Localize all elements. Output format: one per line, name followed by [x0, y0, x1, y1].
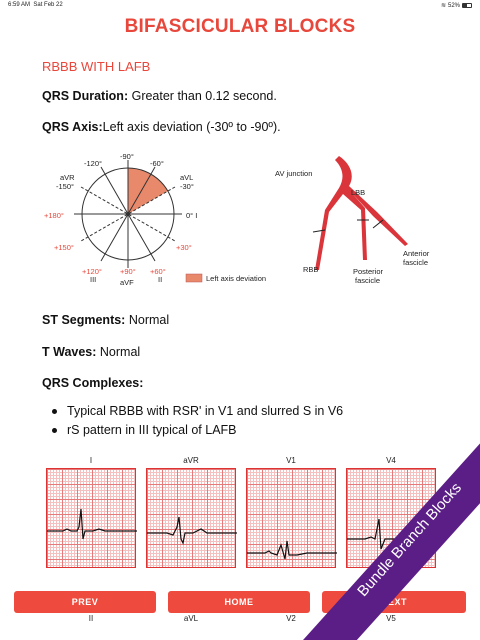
ecg-strip-v1 — [246, 468, 337, 568]
ecg-lead-label: V2 — [286, 614, 296, 623]
page-title: BIFASCICULAR BLOCKS — [124, 16, 356, 37]
st-segments-label: ST Segments: — [42, 313, 126, 327]
conduction-system-diagram: AV junction LBB RBB Anterior fascicle Po… — [275, 156, 430, 285]
label-posterior: Posterior — [353, 267, 384, 276]
left-axis-deviation-sector — [128, 168, 168, 214]
label-zero-i: 0° I — [186, 211, 197, 220]
st-segments-value: Normal — [128, 313, 170, 327]
ecg-lead-label: V4 — [386, 456, 396, 465]
prev-button[interactable]: PREV — [14, 591, 156, 613]
qrs-complexes: QRS Complexes: — [42, 376, 143, 390]
label-ii: II — [158, 275, 162, 284]
section-title: RBBB WITH LAFB — [42, 59, 151, 74]
t-waves-value: Normal — [99, 345, 141, 359]
st-segments: ST Segments: Normal — [42, 313, 169, 327]
qrs-duration-value: Greater than 0.12 second. — [131, 89, 277, 103]
ecg-lead-label: aVL — [183, 614, 199, 623]
battery-percent: 52% — [447, 2, 460, 9]
bundle-branches-shape — [315, 156, 408, 270]
label-minus150: -150° — [56, 182, 74, 191]
home-button[interactable]: HOME — [168, 591, 310, 613]
label-iii: III — [90, 275, 96, 284]
ecg-lead-label: aVR — [183, 456, 199, 465]
ecg-trace — [47, 508, 137, 540]
qrs-axis-label: QRS Axis: — [42, 120, 103, 134]
bullet-item: rS pattern in III typical of LAFB — [52, 423, 343, 437]
status-bar: 6:59 AM Sat Feb 22 ≋ 52% — [0, 0, 480, 12]
status-date: Sat Feb 22 — [33, 2, 63, 8]
label-avl: aVL — [180, 173, 193, 182]
label-rbb: RBB — [303, 265, 318, 274]
qrs-duration: QRS Duration: Greater than 0.12 second. — [42, 89, 277, 103]
label-minus30: -30° — [180, 182, 194, 191]
ecg-trace — [247, 540, 337, 560]
ecg-lead-label: I — [89, 456, 93, 465]
wifi-icon: ≋ — [440, 3, 446, 9]
qrs-bullets: Typical RBBB with RSR' in V1 and slurred… — [52, 404, 343, 442]
ecg-lead-label: II — [88, 614, 94, 623]
label-plus150: +150° — [54, 243, 74, 252]
t-waves-label: T Waves: — [42, 345, 97, 359]
ecg-trace — [147, 516, 237, 545]
label-minus120: -120° — [84, 159, 102, 168]
label-lbb: LBB — [351, 188, 365, 197]
t-waves: T Waves: Normal — [42, 345, 140, 359]
status-time: 6:59 AM Sat Feb 22 — [8, 2, 63, 8]
ecg-strip-avr — [146, 468, 237, 568]
status-right: ≋ 52% — [441, 2, 472, 9]
qrs-axis: QRS Axis:Left axis deviation (-30º to -9… — [42, 120, 281, 134]
qrs-axis-value: Left axis deviation (-30º to -90º). — [102, 120, 281, 134]
label-minus60: -60° — [150, 159, 164, 168]
ecg-strip-i — [46, 468, 137, 568]
status-clock: 6:59 AM — [8, 2, 31, 8]
ecg-lead-label: V1 — [286, 456, 296, 465]
label-av-junction: AV junction — [275, 169, 312, 178]
label-posterior-fascicle: fascicle — [355, 276, 380, 285]
ecg-lead-label: V5 — [386, 614, 396, 623]
hexaxial-axis-diagram: -90° -120° -60° aVR -150° aVL -30° +180°… — [44, 152, 266, 287]
label-plus30: +30° — [176, 243, 192, 252]
label-anterior-fascicle: fascicle — [403, 258, 428, 267]
qrs-duration-label: QRS Duration: — [42, 89, 129, 103]
label-plus90: +90° — [120, 267, 136, 276]
label-plus180: +180° — [44, 211, 64, 220]
legend-swatch — [185, 273, 203, 283]
qrs-complexes-label: QRS Complexes: — [42, 376, 144, 390]
label-anterior: Anterior — [403, 249, 430, 258]
bullet-item: Typical RBBB with RSR' in V1 and slurred… — [52, 404, 343, 418]
label-plus60: +60° — [150, 267, 166, 276]
label-plus120: +120° — [82, 267, 102, 276]
label-minus90: -90° — [120, 152, 134, 161]
label-avf: aVF — [120, 278, 134, 287]
battery-icon — [462, 3, 472, 8]
label-avr: aVR — [60, 173, 75, 182]
legend-label: Left axis deviation — [206, 274, 266, 283]
